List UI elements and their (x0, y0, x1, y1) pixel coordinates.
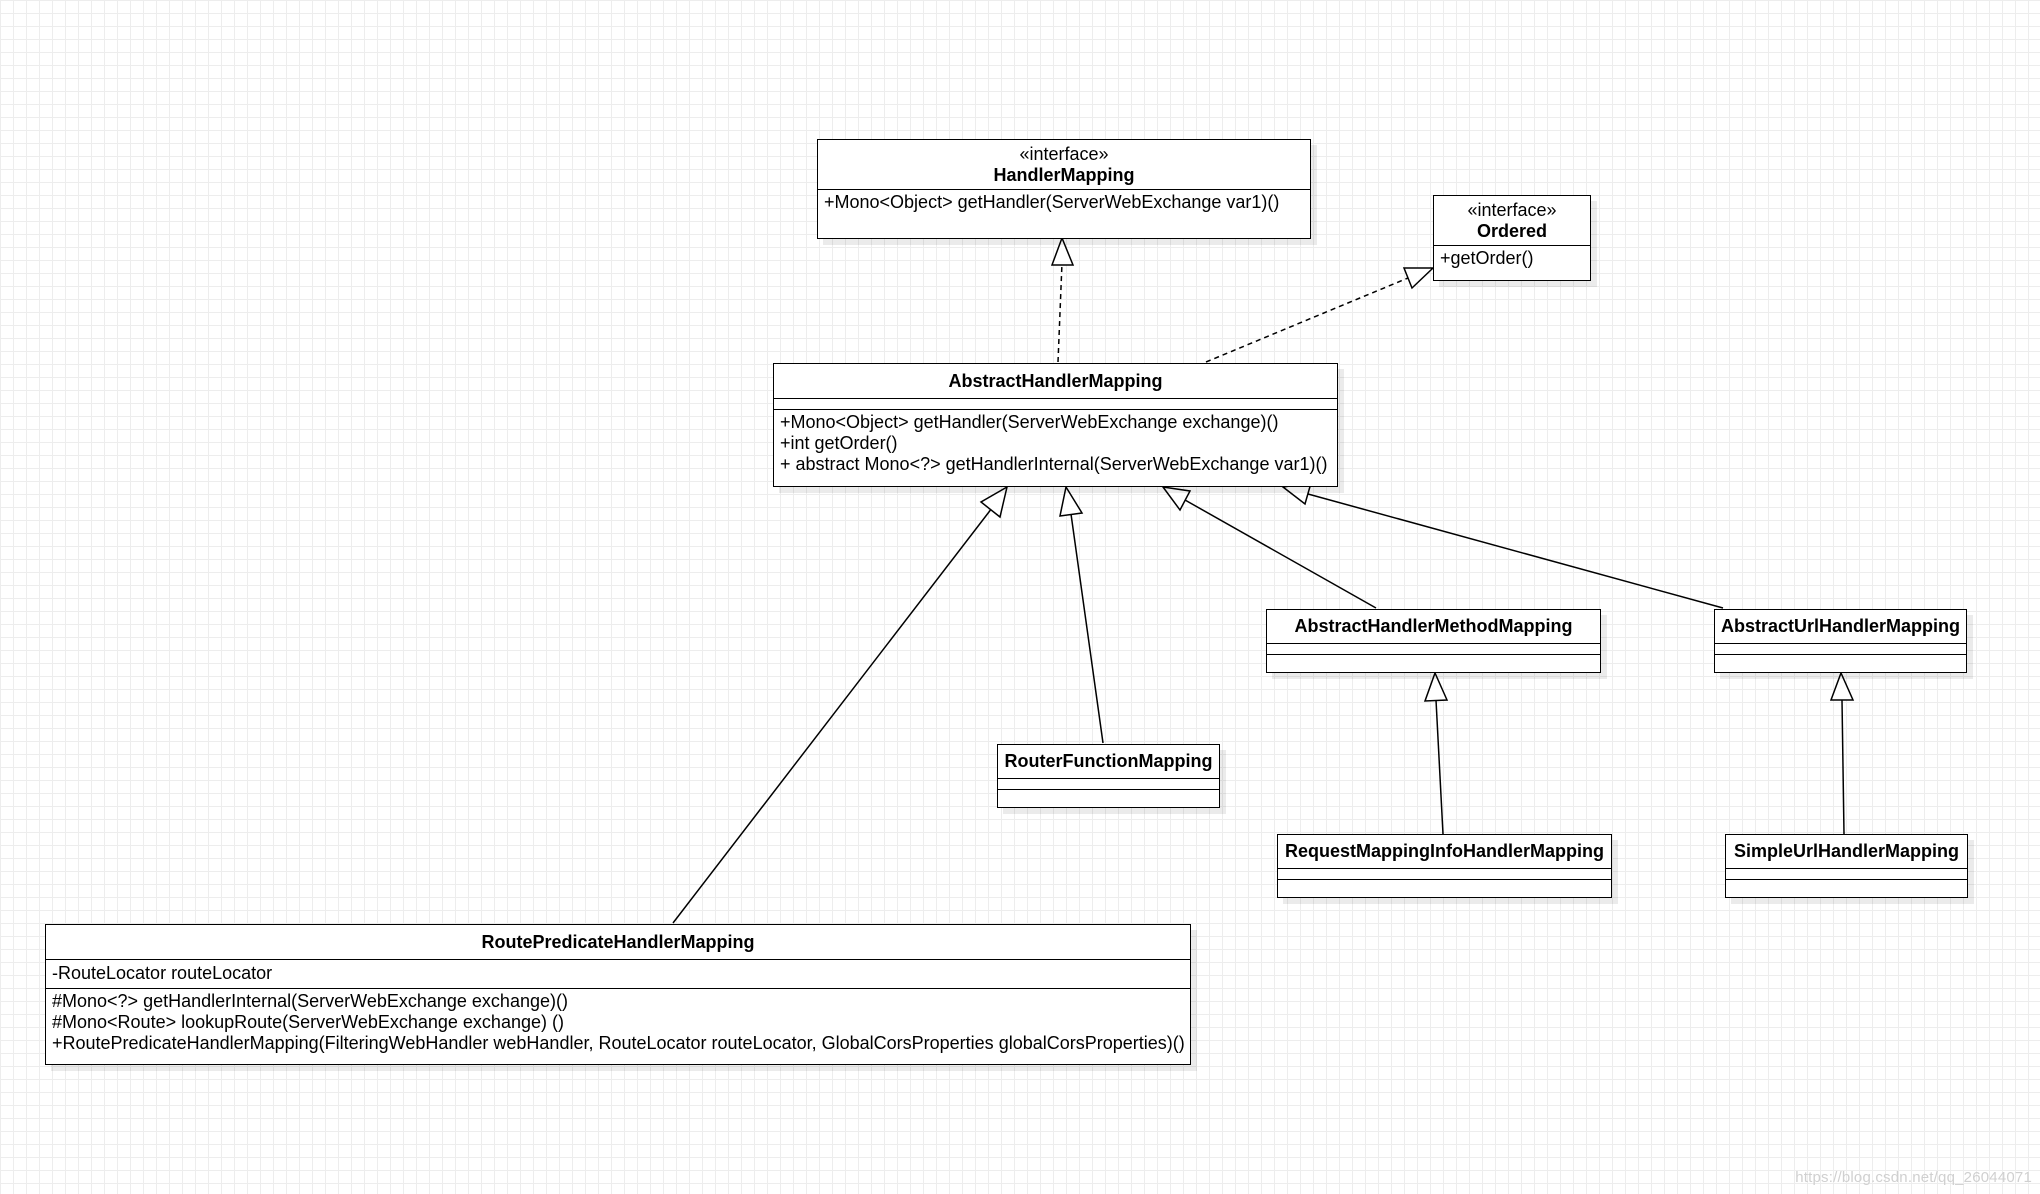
class-name: HandlerMapping (993, 165, 1135, 185)
operations-section: +Mono<Object> getHandler(ServerWebExchan… (818, 189, 1310, 215)
class-router-function-mapping[interactable]: RouterFunctionMapping (997, 744, 1220, 808)
class-header: SimpleUrlHandlerMapping (1726, 835, 1967, 868)
generalization-abstracturlhandlermapping-to-abstracthandlermapping (1281, 482, 1724, 609)
class-name: SimpleUrlHandlerMapping (1733, 841, 1960, 861)
attributes-section (998, 778, 1219, 789)
class-name: RoutePredicateHandlerMapping (481, 932, 755, 952)
class-header: RoutePredicateHandlerMapping (46, 925, 1190, 959)
generalization-simpleurlhandlermapping-to-abstracturlhandlermapping (1829, 671, 1855, 835)
class-header: AbstractUrlHandlerMapping (1715, 610, 1966, 643)
class-name: RouterFunctionMapping (1004, 751, 1213, 771)
stereotype-label: «interface» (1019, 144, 1109, 164)
attributes-section (1267, 643, 1600, 654)
attributes-section (1726, 868, 1967, 879)
operations-section: +Mono<Object> getHandler(ServerWebExchan… (774, 409, 1337, 477)
generalization-routerfunctionmapping-to-abstracthandlermapping (1059, 484, 1104, 744)
class-route-predicate-handler-mapping[interactable]: RoutePredicateHandlerMapping -RouteLocat… (45, 924, 1191, 1065)
class-abstract-url-handler-mapping[interactable]: AbstractUrlHandlerMapping (1714, 609, 1967, 673)
class-header: «interface» HandlerMapping (818, 140, 1310, 189)
operation: +int getOrder() (780, 433, 898, 453)
generalization-abstracthandlermethodmapping-to-abstracthandlermapping (1161, 485, 1377, 609)
realization-abstracthandlermapping-to-ordered (1205, 267, 1435, 363)
watermark-text: https://blog.csdn.net/qq_26044071 (1795, 1169, 2032, 1186)
operation: +Mono<Object> getHandler(ServerWebExchan… (824, 192, 1280, 212)
operation: +getOrder() (1440, 248, 1534, 268)
class-abstract-handler-method-mapping[interactable]: AbstractHandlerMethodMapping (1266, 609, 1601, 673)
operations-section: #Mono<?> getHandlerInternal(ServerWebExc… (46, 988, 1190, 1056)
operation: + abstract Mono<?> getHandlerInternal(Se… (780, 454, 1328, 474)
generalization-requestmappinginfohandlermapping-to-abstracthandlermethodmapping (1423, 670, 1449, 835)
class-name: RequestMappingInfoHandlerMapping (1285, 841, 1604, 861)
attribute: -RouteLocator routeLocator (52, 963, 273, 983)
operations-section (1267, 654, 1600, 665)
class-header: RequestMappingInfoHandlerMapping (1278, 835, 1611, 868)
class-header: «interface» Ordered (1434, 196, 1590, 245)
operations-section (1726, 879, 1967, 890)
operation: #Mono<Route> lookupRoute(ServerWebExchan… (52, 1012, 564, 1032)
generalization-routepredicatehandlermapping-to-abstracthandlermapping (672, 485, 1009, 924)
class-name: AbstractUrlHandlerMapping (1720, 616, 1961, 636)
class-simple-url-handler-mapping[interactable]: SimpleUrlHandlerMapping (1725, 834, 1968, 898)
class-name: AbstractHandlerMethodMapping (1294, 616, 1573, 636)
attributes-section: -RouteLocator routeLocator (46, 959, 1190, 988)
class-abstract-handler-mapping[interactable]: AbstractHandlerMapping +Mono<Object> get… (773, 363, 1338, 487)
operation: +Mono<Object> getHandler(ServerWebExchan… (780, 412, 1279, 432)
operations-section (1715, 654, 1966, 665)
operations-section: +getOrder() (1434, 245, 1590, 271)
class-name: AbstractHandlerMapping (948, 371, 1163, 391)
class-ordered[interactable]: «interface» Ordered +getOrder() (1433, 195, 1591, 281)
class-name: Ordered (1476, 221, 1548, 241)
operations-section (998, 789, 1219, 800)
attributes-section (1278, 868, 1611, 879)
class-header: AbstractHandlerMethodMapping (1267, 610, 1600, 643)
class-request-mapping-info-handler-mapping[interactable]: RequestMappingInfoHandlerMapping (1277, 834, 1612, 898)
operation: #Mono<?> getHandlerInternal(ServerWebExc… (52, 991, 568, 1011)
attributes-section (1715, 643, 1966, 654)
operations-section (1278, 879, 1611, 890)
attributes-section (774, 398, 1337, 409)
realization-abstracthandlermapping-to-handlermapping (1050, 235, 1075, 363)
class-header: RouterFunctionMapping (998, 745, 1219, 778)
stereotype-label: «interface» (1467, 200, 1557, 220)
operation: +RoutePredicateHandlerMapping(FilteringW… (52, 1033, 1185, 1053)
class-header: AbstractHandlerMapping (774, 364, 1337, 398)
class-handler-mapping[interactable]: «interface» HandlerMapping +Mono<Object>… (817, 139, 1311, 239)
